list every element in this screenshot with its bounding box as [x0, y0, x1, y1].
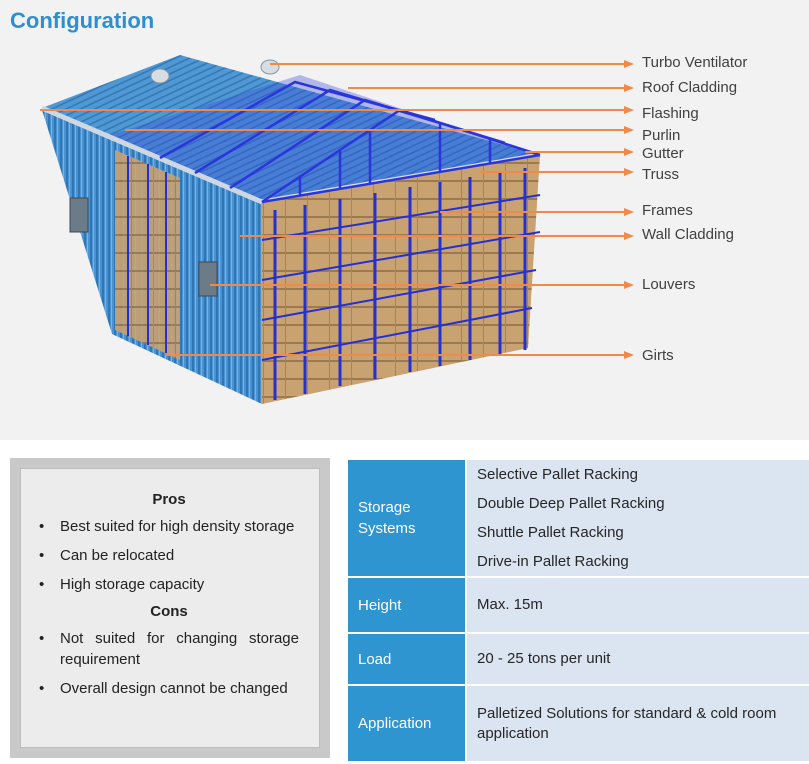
spec-label-height: Height: [348, 578, 465, 632]
roof-cladding: [42, 55, 540, 202]
leader-lines: [40, 63, 628, 356]
spec-value-load: 20 - 25 tons per unit: [467, 634, 809, 684]
spec-label-application: Application: [348, 686, 465, 761]
label-turbo-ventilator: Turbo Ventilator: [642, 54, 748, 71]
warehouse-diagram: [40, 55, 634, 404]
cons-list: •Not suited for changing storage require…: [39, 628, 299, 699]
flashing: [41, 105, 263, 205]
label-girts: Girts: [642, 347, 674, 364]
cons-item: •Not suited for changing storage require…: [39, 630, 299, 668]
spec-value-storage: Selective Pallet Racking Double Deep Pal…: [467, 460, 809, 576]
spec-table: Storage Systems Selective Pallet Racking…: [348, 460, 809, 761]
spec-value-height: Max. 15m: [467, 578, 809, 632]
label-louvers: Louvers: [642, 276, 696, 293]
pros-item: •Best suited for high density storage: [39, 518, 295, 535]
spec-row-storage: Storage Systems Selective Pallet Racking…: [348, 460, 809, 576]
storage-item: Shuttle Pallet Racking: [477, 524, 624, 541]
pros-cons-inner: Pros •Best suited for high density stora…: [20, 468, 320, 748]
storage-item: Double Deep Pallet Racking: [477, 495, 665, 512]
spec-label-storage: Storage Systems: [348, 460, 465, 576]
pros-heading: Pros: [152, 491, 186, 508]
label-gutter: Gutter: [642, 145, 684, 162]
spec-row-load: Load 20 - 25 tons per unit: [348, 634, 809, 684]
bullet-icon: •: [39, 547, 45, 564]
bullet-icon: •: [39, 576, 45, 593]
label-roof-cladding: Roof Cladding: [642, 79, 738, 96]
label-wall-cladding: Wall Cladding: [642, 226, 734, 243]
label-truss: Truss: [642, 166, 679, 183]
pros-cons-panel: Pros •Best suited for high density stora…: [10, 458, 330, 758]
label-purlin: Purlin: [642, 127, 681, 144]
louver-right: [198, 261, 218, 297]
bullet-icon: •: [39, 680, 45, 697]
cons-item: •Overall design cannot be changed: [39, 680, 288, 697]
spec-label-load: Load: [348, 634, 465, 684]
spec-value-application: Palletized Solutions for standard & cold…: [467, 686, 809, 761]
spec-row-application: Application Palletized Solutions for sta…: [348, 686, 809, 761]
page-title: Configuration: [10, 8, 155, 33]
spec-row-height: Height Max. 15m: [348, 578, 809, 632]
bullet-icon: •: [39, 630, 45, 647]
open-roof: [110, 75, 540, 202]
leader-arrowheads: [624, 60, 634, 359]
bullet-icon: •: [39, 518, 45, 535]
cons-heading: Cons: [150, 603, 188, 620]
storage-item: Selective Pallet Racking: [477, 466, 638, 483]
label-flashing: Flashing: [642, 105, 699, 122]
storage-item: Drive-in Pallet Racking: [477, 553, 629, 570]
label-frames: Frames: [642, 202, 693, 219]
rack-beams: [261, 194, 541, 361]
pros-item: •Can be relocated: [39, 547, 175, 564]
louver-left: [69, 197, 89, 233]
pros-item: •High storage capacity: [39, 576, 205, 593]
pros-list: •Best suited for high density storage •C…: [39, 516, 299, 595]
